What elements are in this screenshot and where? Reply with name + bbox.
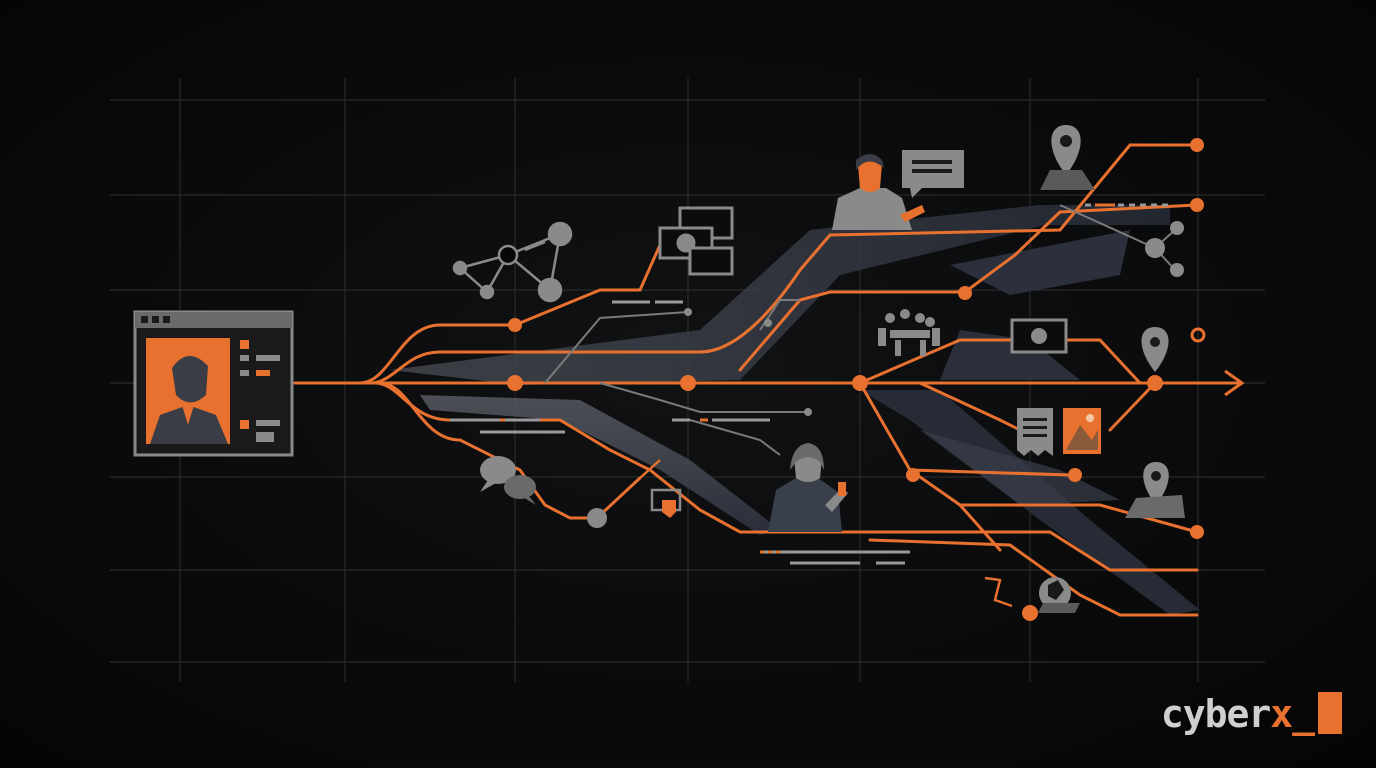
brand-logo: cyberx_ <box>1161 690 1342 734</box>
brand-wordmark: cyberx_ <box>1160 692 1315 736</box>
message-tag-icon <box>650 488 682 518</box>
network-graph-icon <box>452 221 573 303</box>
flow-nodes <box>507 138 1204 621</box>
chat-bubbles-icon <box>480 456 536 505</box>
open-node <box>1190 327 1206 343</box>
banknote-icon <box>1010 318 1068 354</box>
location-pin-icon-2 <box>1141 327 1169 372</box>
presenter-person-icon <box>832 154 925 230</box>
map-pin-icon <box>1125 462 1185 518</box>
accent-marks <box>639 459 1013 608</box>
arrow-right-icon <box>1224 369 1245 397</box>
globe-icon <box>1038 577 1080 613</box>
meeting-group-icon <box>878 309 940 356</box>
photo-icon <box>1063 408 1101 454</box>
gray-nodes <box>587 308 812 528</box>
person-with-phone-icon <box>768 443 848 532</box>
brand-name-accent: x_ <box>1270 692 1315 736</box>
person-avatar-icon <box>150 355 228 444</box>
location-pin-icon <box>1040 125 1095 190</box>
accent-dashes <box>700 203 1115 554</box>
brand-name-main: cyber <box>1160 692 1271 736</box>
share-icon <box>1145 221 1184 277</box>
profile-window-icon <box>133 310 294 457</box>
receipt-icon <box>1017 408 1053 456</box>
speech-bubble-icon <box>902 150 964 198</box>
money-bills-icon <box>658 206 734 276</box>
flow-bands <box>390 205 1200 615</box>
brand-cursor-block <box>1318 692 1342 734</box>
